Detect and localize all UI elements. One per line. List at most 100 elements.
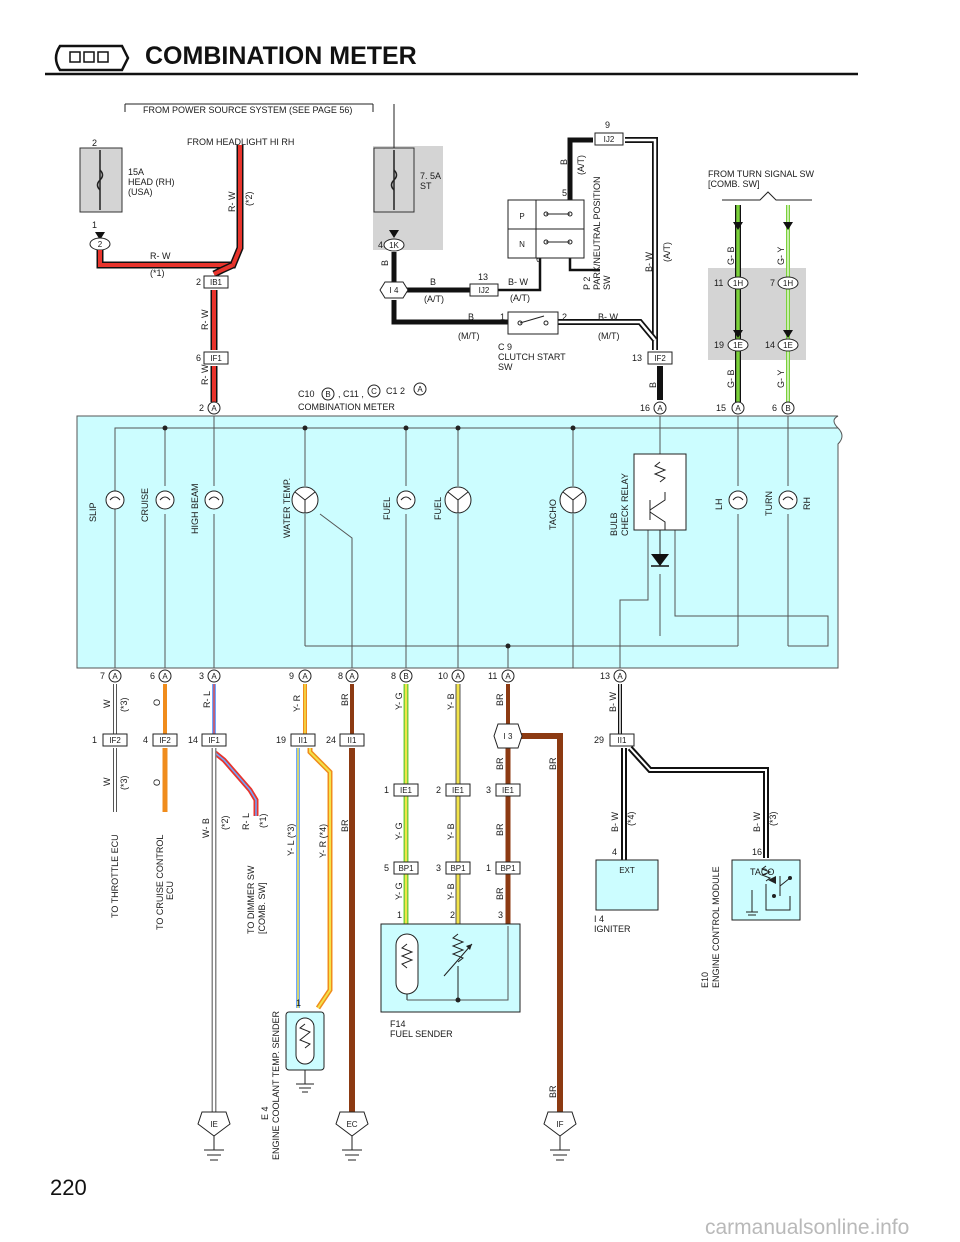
wire-label: Y- G: [394, 692, 404, 710]
conn-label: IB1: [210, 278, 223, 287]
wire-label: B: [648, 382, 658, 388]
conn-ij2-upper: IJ2 9: [594, 120, 624, 146]
switch-name: CLUTCH START: [498, 352, 566, 362]
conn-pin: 2: [196, 277, 201, 287]
wire-rw: [96, 145, 244, 402]
meter-bottom-pins: A 7 A 6 A 3 A 9 A 8 B 8 A 10 A 11 A 13: [100, 669, 627, 683]
conn-1h-left: 1H 11: [714, 276, 749, 290]
wire-label: BR: [548, 1085, 558, 1098]
conn-i3: I 3: [493, 723, 523, 749]
slip-lamp: SLIP: [88, 490, 125, 522]
conn-label: I 4: [390, 286, 399, 295]
gauge-label: TURN: [764, 491, 774, 516]
conn-pin: 2: [436, 785, 441, 795]
turn-lh-lamp: LH: [714, 490, 748, 510]
conn-label: IF1: [210, 354, 222, 363]
fuse-st-rating: 7. 5A: [420, 171, 441, 181]
meter-conn-b: B: [325, 390, 330, 399]
meter-conn-c: C: [371, 387, 377, 396]
wire-label: O: [152, 699, 162, 706]
conn-label: IE1: [452, 786, 465, 795]
wire-note: (*2): [220, 815, 230, 830]
gauge-label: FUEL: [382, 497, 392, 520]
conn-pin: 19: [276, 735, 286, 745]
conn-pin: 3: [199, 671, 204, 681]
conn-bp1-left: BP1 5: [384, 861, 419, 875]
conn-pin: 4: [378, 240, 383, 250]
meter-name: COMBINATION METER: [298, 402, 395, 412]
wire-note: (M/T): [598, 331, 620, 341]
pin-letter: A: [112, 672, 118, 681]
conn-pin: 2: [199, 403, 204, 413]
wire-label: B- W: [644, 251, 654, 272]
igniter-id: I 4: [594, 914, 604, 924]
wire-label: Y- R (*4): [318, 824, 328, 858]
switch-name: PARK/NEUTRAL POSITION: [592, 176, 602, 290]
wire-note: (*2): [244, 191, 254, 206]
wire-note: (A/T): [424, 294, 444, 304]
tacho-gauge: TACHO: [548, 486, 587, 530]
conn-pin: 3: [498, 910, 503, 920]
pin-letter: A: [657, 404, 663, 413]
conn-pin: 6: [196, 353, 201, 363]
conn-ie1-right: IE1 3: [486, 783, 521, 797]
wire-label: R- W: [227, 191, 237, 212]
wire-note: (*3): [768, 811, 778, 826]
turn-signal-label-2: [COMB. SW]: [708, 179, 760, 189]
dimmer-label-2: [COMB. SW]: [257, 883, 267, 935]
high-beam-lamp: HIGH BEAM: [190, 483, 224, 534]
conn-pin: 1: [296, 998, 301, 1008]
switch-p-label: P: [519, 212, 524, 221]
wire-label: G- B: [726, 246, 736, 265]
wire-label: R- L: [202, 691, 212, 708]
conn-pin: 3: [436, 863, 441, 873]
footer-watermark: carmanualsonline.info: [705, 1216, 909, 1239]
switch-n-label: N: [519, 240, 525, 249]
wire-label: G- B: [726, 369, 736, 388]
conn-label: IE1: [400, 786, 413, 795]
meter-conn-c10: C10: [298, 389, 315, 399]
gauge-label: WATER TEMP.: [282, 478, 292, 538]
pin-letter: A: [455, 672, 461, 681]
conn-1e-right: 1E 14: [765, 338, 799, 352]
conn-pin: 2: [562, 312, 567, 322]
pin-letter: A: [211, 404, 217, 413]
coolant-name: ENGINE COOLANT TEMP. SENDER: [271, 1010, 281, 1160]
wire-bw-lower: [618, 684, 769, 862]
ecm-name: ENGINE CONTROL MODULE: [711, 866, 721, 988]
fuel-gauge: FUEL: [433, 486, 472, 520]
wire-note: (A/T): [576, 155, 586, 175]
dimmer-label: TO DIMMER SW: [246, 865, 256, 934]
wire-label: R- W: [200, 309, 210, 330]
meter-top-pins: A 2 A 16 A 15 B 6: [199, 401, 795, 415]
conn-pin: 8: [338, 671, 343, 681]
meter-conn-c11: , C11 ,: [338, 389, 364, 399]
fuse-head-region: (USA): [128, 187, 153, 197]
wire-label: BR: [495, 823, 505, 836]
conn-pin: 6: [536, 254, 541, 264]
gauge-label: LH: [714, 498, 724, 510]
ground-ie: IE: [197, 1111, 231, 1161]
coolant-id: E 4: [260, 1106, 270, 1120]
gauge-label: RH: [802, 497, 812, 510]
conn-pin: 11: [488, 671, 497, 681]
wire-label: Y- B: [446, 823, 456, 840]
conn-bp1-mid: BP1 3: [436, 861, 471, 875]
conn-pin: 2: [98, 240, 103, 249]
fuel-lamp: FUEL: [382, 490, 416, 520]
conn-label: IJ2: [604, 135, 615, 144]
fuel-sender-name: FUEL SENDER: [390, 1029, 453, 1039]
pin-letter: A: [505, 672, 511, 681]
wire-label: B: [559, 159, 569, 165]
conn-label: IF2: [109, 736, 121, 745]
wire-label: B- W: [752, 811, 762, 832]
cruise-label-2: ECU: [165, 881, 175, 900]
conn-label: II1: [348, 736, 357, 745]
fuel-sender: [380, 923, 521, 1013]
fuse-head-rating: 15A: [128, 167, 144, 177]
wire-label: B- W: [610, 811, 620, 832]
wire-label: W: [102, 699, 112, 708]
switch-name-2: SW: [498, 362, 513, 372]
ground-ec: EC: [335, 1111, 369, 1161]
fuse-head-pin-top: 2: [92, 138, 97, 148]
